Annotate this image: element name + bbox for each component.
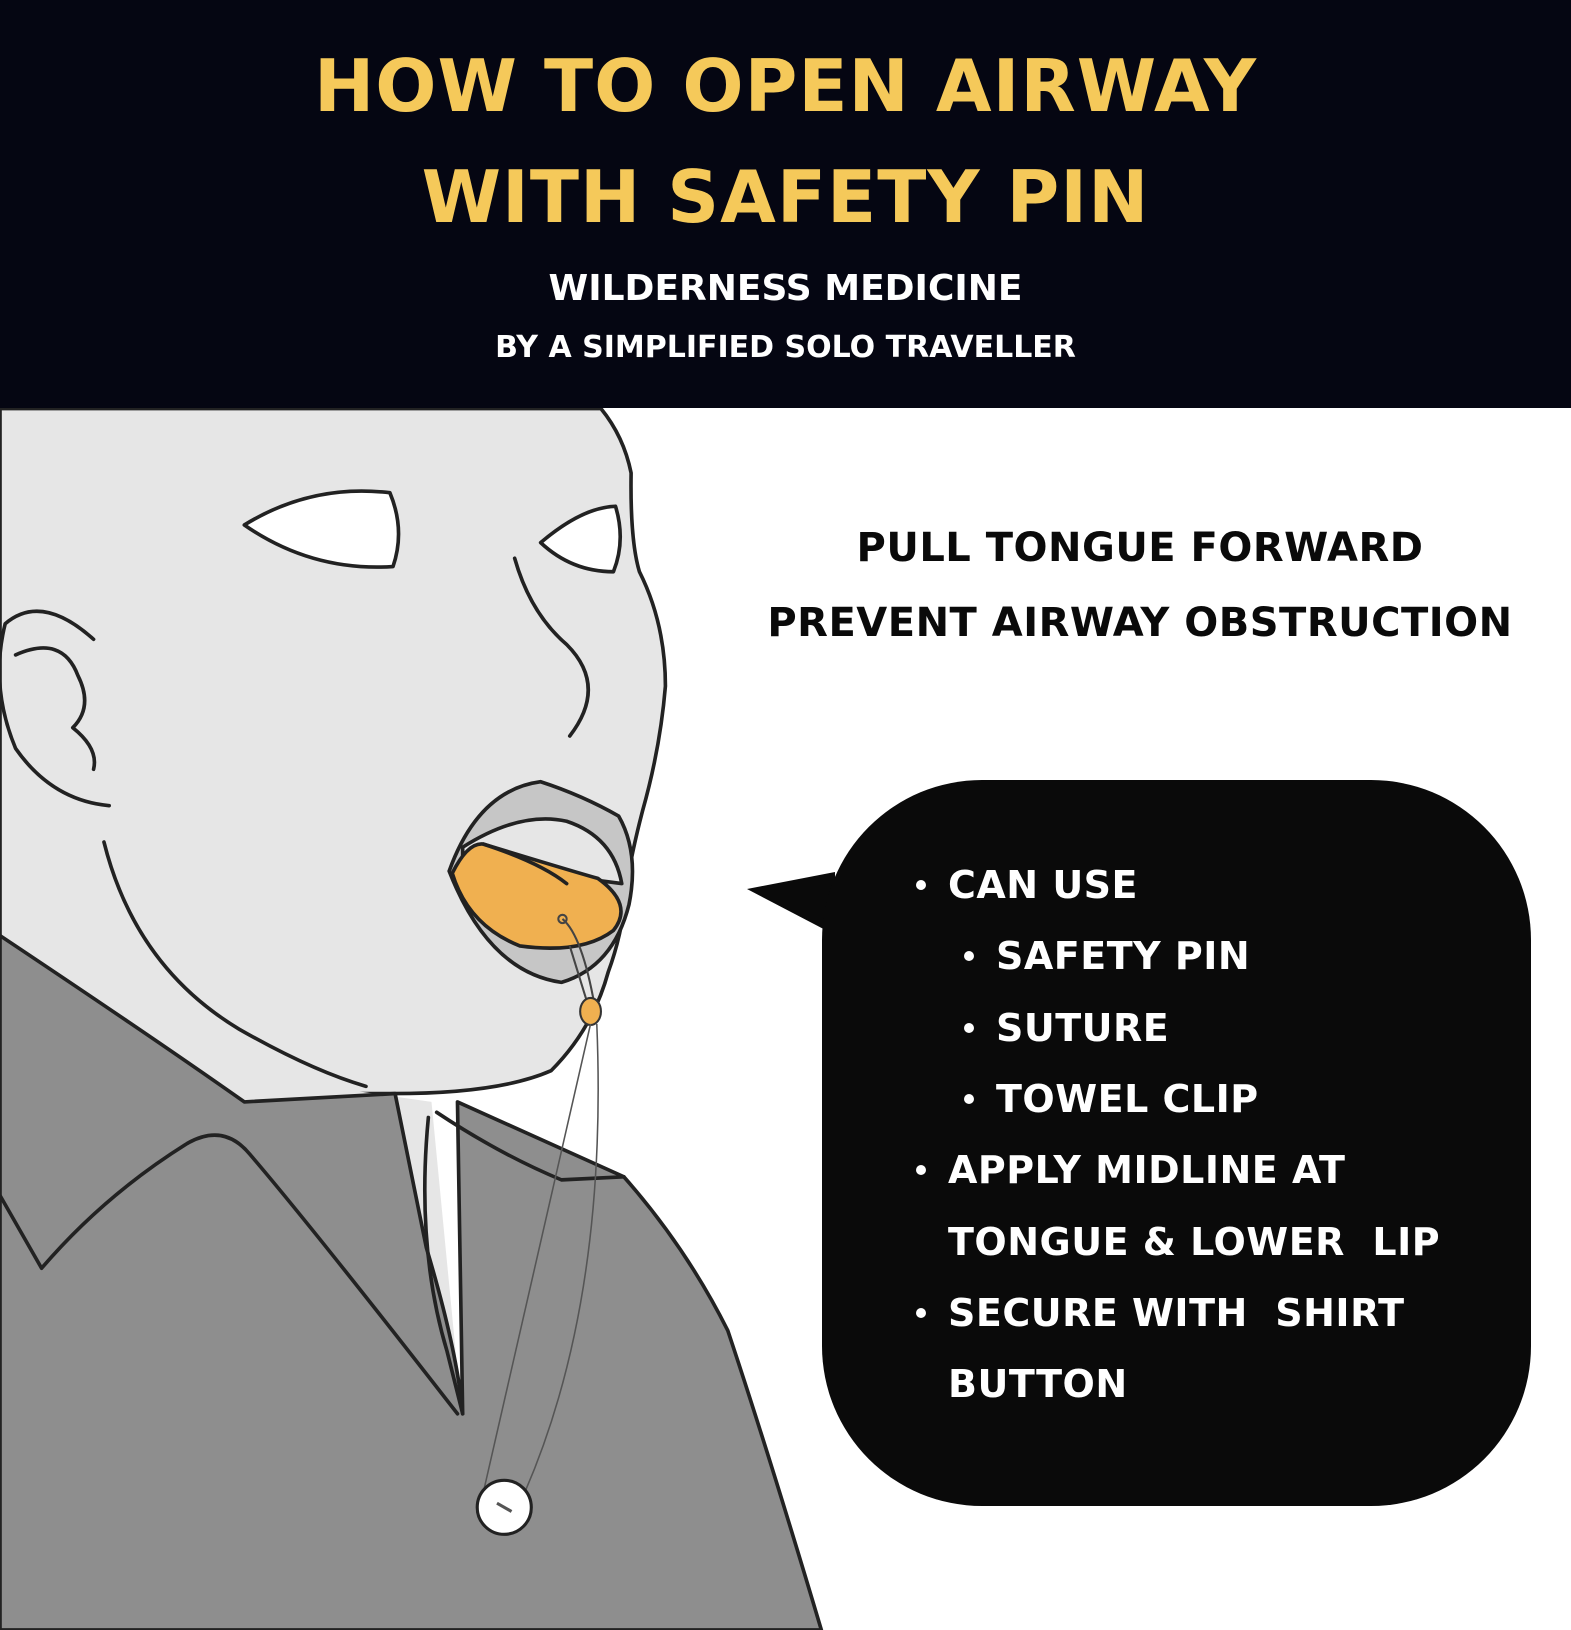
list-item: CAN USE (916, 863, 1138, 907)
collar-right (434, 1110, 626, 1182)
eye-right (538, 504, 623, 574)
list-item-continuation: TONGUE & LOWER LIP (948, 1220, 1441, 1264)
list-item: SAFETY PIN (964, 934, 1250, 978)
caption-line-2: PREVENT AIRWAY OBSTRUCTION (767, 600, 1513, 646)
safety-pin (557, 913, 602, 1027)
header-banner: HOW TO OPEN AIRWAY WITH SAFETY PIN WILDE… (0, 0, 1571, 408)
list-item: SUTURE (964, 1006, 1169, 1050)
subtitle: WILDERNESS MEDICINE (548, 268, 1023, 309)
title-line-2: WITH SAFETY PIN (421, 155, 1150, 239)
neck-line (423, 1115, 465, 1416)
ear (0, 609, 111, 808)
list-item: SECURE WITH SHIRT (916, 1291, 1405, 1335)
eye-left (242, 489, 401, 569)
shirt (0, 933, 824, 1630)
speech-bubble-tail (747, 872, 835, 935)
collar-left (0, 1133, 460, 1416)
string (482, 1023, 599, 1493)
list-item: TOWEL CLIP (964, 1077, 1259, 1121)
list-item: APPLY MIDLINE AT (916, 1148, 1345, 1192)
list-item-continuation: BUTTON (948, 1362, 1128, 1406)
nose (512, 556, 591, 738)
title-line-1: HOW TO OPEN AIRWAY (314, 44, 1257, 128)
jaw-line (102, 840, 368, 1089)
caption-line-1: PULL TONGUE FORWARD (856, 525, 1424, 571)
byline: BY A SIMPLIFIED SOLO TRAVELLER (495, 330, 1076, 365)
speech-bubble (822, 780, 1531, 1506)
